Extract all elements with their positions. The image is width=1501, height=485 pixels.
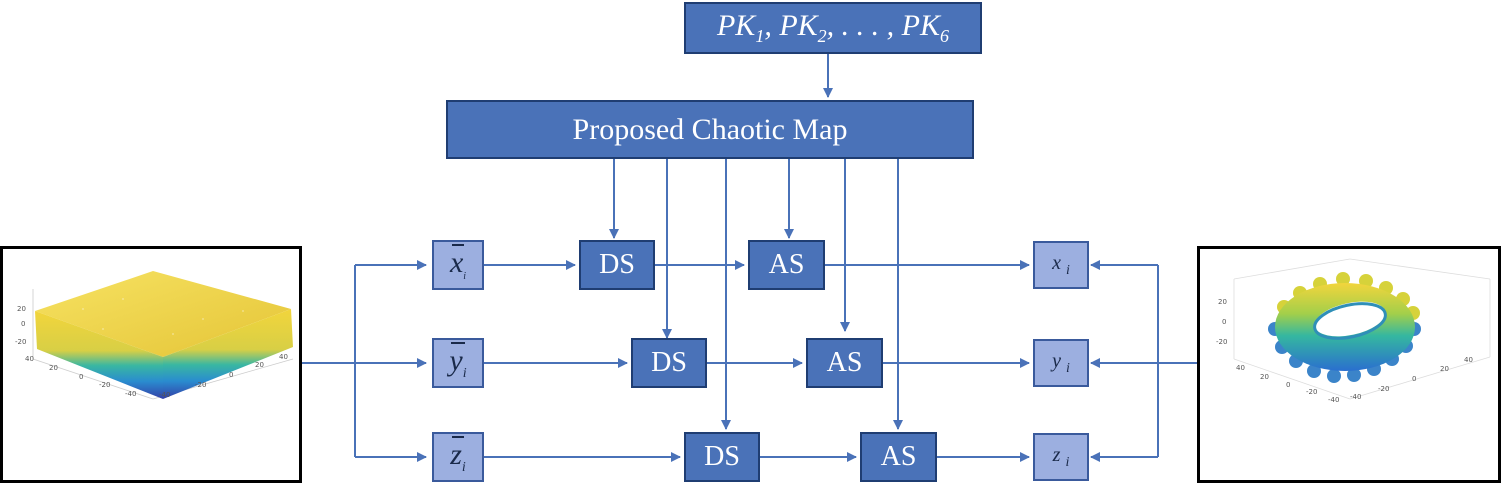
as-label: AS xyxy=(768,249,805,280)
ds-label: DS xyxy=(599,249,635,280)
tick-label: 20 xyxy=(49,364,58,372)
tick-label: 0 xyxy=(1222,318,1226,326)
tick-label: -20 xyxy=(99,381,110,389)
chaotic-map-label: Proposed Chaotic Map xyxy=(572,112,848,146)
tick-label: 0 xyxy=(79,373,83,381)
output-z-box: z i xyxy=(1033,433,1089,481)
tick-label: -20 xyxy=(195,381,206,389)
tick-label: 0 xyxy=(21,320,25,328)
tick-label: -20 xyxy=(1306,388,1317,396)
input-x-box: xi xyxy=(432,240,484,290)
tick-label: -40 xyxy=(125,390,136,398)
tick-label: 20 xyxy=(17,305,26,313)
tick-label: -20 xyxy=(1378,385,1389,393)
tick-label: -20 xyxy=(1216,338,1227,346)
tick-label: 0 xyxy=(1286,381,1290,389)
keys-box: PK1, PK2, . . . , PK6 xyxy=(684,2,982,54)
output-x-label: x i xyxy=(1052,251,1070,278)
as-box-row1: AS xyxy=(748,240,825,290)
chaotic-map-box: Proposed Chaotic Map xyxy=(446,100,974,159)
tick-label: 40 xyxy=(25,355,34,363)
input-y-label: yi xyxy=(449,341,467,381)
tick-label: 20 xyxy=(1440,365,1449,373)
tick-label: 40 xyxy=(279,353,288,361)
tick-label: 40 xyxy=(1236,364,1245,372)
output-3d-torus-plot: 20 0 -20 40 20 0 -20 -40 -40 -20 0 20 40 xyxy=(1216,258,1491,404)
output-y-label: y i xyxy=(1052,349,1070,376)
keys-text: PK1, PK2, . . . , PK6 xyxy=(716,9,950,46)
output-y-box: y i xyxy=(1033,339,1089,387)
tick-label: -40 xyxy=(159,391,170,399)
input-y-box: yi xyxy=(432,338,484,388)
tick-label: 0 xyxy=(229,371,233,379)
tick-label: 20 xyxy=(255,361,264,369)
as-box-row2: AS xyxy=(806,338,883,388)
tick-label: 20 xyxy=(1218,298,1227,306)
as-box-row3: AS xyxy=(860,432,937,482)
ds-label: DS xyxy=(704,441,740,472)
ds-box-row2: DS xyxy=(631,338,707,388)
output-z-label: z i xyxy=(1052,443,1070,470)
tick-label: -20 xyxy=(15,338,26,346)
input-x-label: xi xyxy=(449,244,467,282)
input-3d-scatter-plot: 20 0 -20 40 20 0 -20 -40 -40 -20 0 20 40 xyxy=(15,271,294,400)
tick-label: 40 xyxy=(1464,356,1473,364)
tick-label: 0 xyxy=(1412,375,1416,383)
output-plot-frame: 20 0 -20 40 20 0 -20 -40 -40 -20 0 20 40 xyxy=(1197,246,1501,483)
input-z-box: zi xyxy=(432,432,484,482)
ds-label: DS xyxy=(651,347,687,378)
input-plot-frame: 20 0 -20 40 20 0 -20 -40 -40 -20 0 20 40 xyxy=(0,246,302,483)
ds-box-row1: DS xyxy=(579,240,655,290)
tick-label: 20 xyxy=(1260,373,1269,381)
input-z-label: zi xyxy=(450,435,466,475)
as-label: AS xyxy=(880,441,917,472)
ds-box-row3: DS xyxy=(684,432,760,482)
tick-label: -40 xyxy=(1350,393,1361,401)
as-label: AS xyxy=(826,347,863,378)
tick-label: -40 xyxy=(1328,396,1339,404)
output-x-box: x i xyxy=(1033,241,1089,289)
